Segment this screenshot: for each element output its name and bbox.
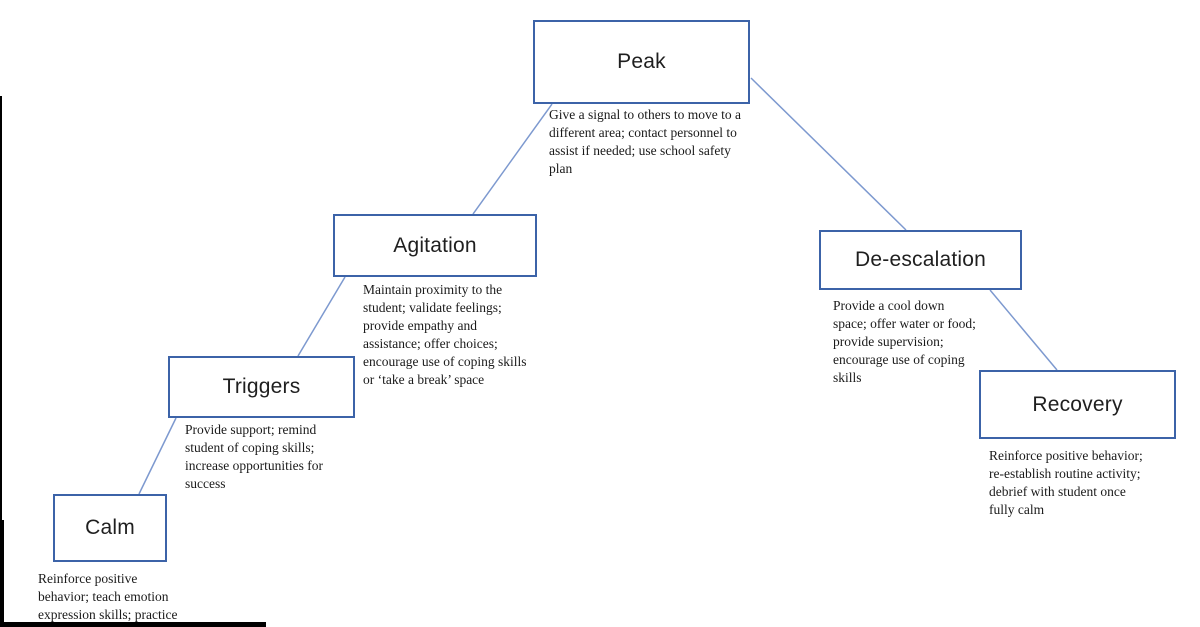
stage-description-recovery: Reinforce positive behavior; re-establis…: [989, 448, 1143, 517]
stage-description-deescalation: Provide a cool down space; offer water o…: [833, 298, 976, 385]
stage-label-peak: Peak: [617, 50, 666, 73]
stage-box-peak: Peak: [533, 20, 750, 104]
connector-peak-deescalation: [750, 77, 907, 231]
connector-triggers-agitation: [297, 276, 346, 357]
stage-description-agitation: Maintain proximity to the student; valid…: [363, 282, 527, 387]
stage-label-recovery: Recovery: [1032, 392, 1123, 416]
screen-artifact-left-edge: [0, 96, 2, 627]
screen-artifact-left-edge-lower: [0, 520, 4, 627]
stage-description-triggers: Provide support; remind student of copin…: [185, 422, 323, 491]
stage-label-calm: Calm: [85, 516, 135, 539]
stage-label-agitation: Agitation: [393, 233, 477, 257]
stage-box-recovery: Recovery: [979, 370, 1176, 439]
stage-box-agitation: Agitation: [333, 214, 537, 277]
stage-box-calm: Calm: [53, 494, 167, 562]
stage-description-calm: Reinforce positive behavior; teach emoti…: [38, 571, 178, 622]
connector-calm-triggers: [138, 417, 177, 495]
stage-description-peak: Give a signal to others to move to a dif…: [549, 107, 741, 176]
stage-label-triggers: Triggers: [222, 375, 301, 398]
connector-agitation-peak: [472, 103, 553, 215]
connector-deescalation-recovery: [989, 289, 1058, 371]
stage-box-deescalation: De-escalation: [819, 230, 1022, 290]
stage-label-deescalation: De-escalation: [855, 248, 986, 271]
stage-box-triggers: Triggers: [168, 356, 355, 418]
screen-artifact-bottom-bar: [0, 622, 266, 627]
